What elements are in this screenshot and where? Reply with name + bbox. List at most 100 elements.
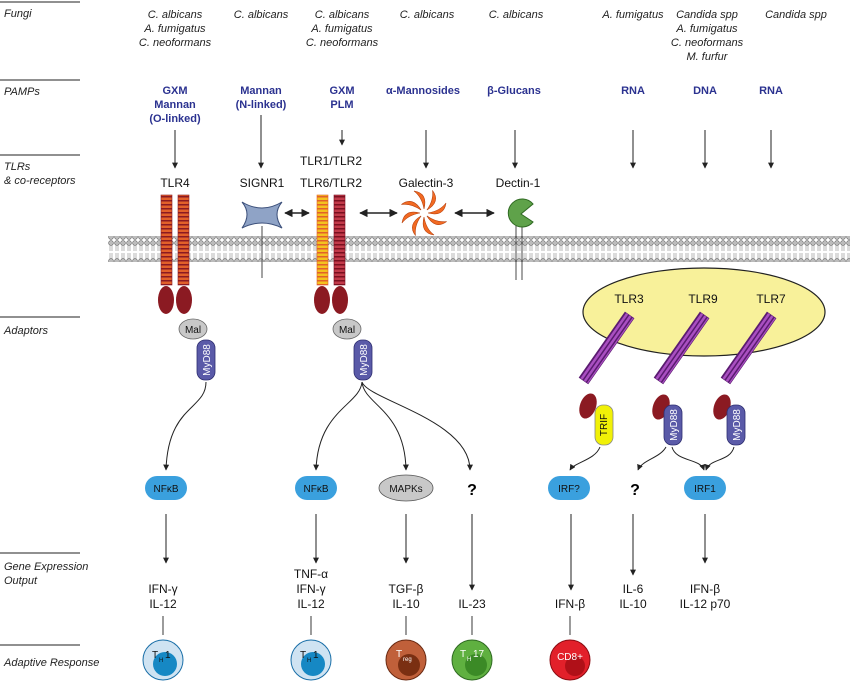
pamp-col2-0: Mannan xyxy=(240,85,282,97)
mal-label: Mal xyxy=(339,325,355,336)
svg-text:17: 17 xyxy=(473,649,485,660)
tf-nfkb-1: NFκB xyxy=(145,476,187,500)
signr1-receptor xyxy=(241,201,283,278)
cell-th17: T H 17 xyxy=(451,639,493,681)
output-col7-1: IL-12 p70 xyxy=(680,597,731,611)
output-col2-1: IFN-γ xyxy=(296,582,325,596)
category-co-receptors: & co-receptors xyxy=(4,175,76,187)
pamp-col3-0: GXM xyxy=(329,85,354,97)
myd88-label: MyD88 xyxy=(359,344,370,376)
category-fungi: Fungi xyxy=(4,8,32,20)
tlr4-receptor xyxy=(158,194,192,314)
category-adaptors: Adaptors xyxy=(3,325,49,337)
adaptor-trif: TRIF xyxy=(594,404,614,446)
output-col1-1: IL-12 xyxy=(149,597,177,611)
adaptor-myd88-tlr9: MyD88 xyxy=(663,404,683,446)
fungi-col2-0: C. albicans xyxy=(234,9,289,21)
label-tlr3: TLR3 xyxy=(614,292,644,306)
label-tlr6-tlr2: TLR6/TLR2 xyxy=(300,176,362,190)
pamp-col3-1: PLM xyxy=(330,99,353,111)
cell-treg: T reg xyxy=(385,639,427,681)
cell-connectors xyxy=(162,616,571,635)
svg-text:H: H xyxy=(307,658,311,664)
galectin-3-protein xyxy=(401,190,447,236)
output-col6-1: IL-10 xyxy=(619,597,647,611)
label-galectin-3: Galectin-3 xyxy=(399,176,454,190)
fungi-col7-0: Candida spp xyxy=(676,9,738,21)
svg-text:T: T xyxy=(396,649,402,660)
adaptor-mal-tlr4: Mal xyxy=(178,318,208,340)
category-separators xyxy=(0,1,80,646)
category-gene-expression: Gene Expression xyxy=(4,561,88,573)
signaling-arrows xyxy=(163,381,735,471)
fungi-col1-1: A. fumigatus xyxy=(143,23,206,35)
output-col2-2: IL-12 xyxy=(297,597,325,611)
adaptor-myd88-tlr4: MyD88 xyxy=(196,339,216,381)
svg-text:T: T xyxy=(152,650,158,661)
cell-th1-a: T H 1 xyxy=(142,639,184,681)
label-tlr9: TLR9 xyxy=(688,292,718,306)
adaptor-myd88-tlr2: MyD88 xyxy=(353,339,373,381)
fungi-col8-0: Candida spp xyxy=(765,9,827,21)
cell-membrane xyxy=(108,236,850,262)
pamp-col7-0: DNA xyxy=(693,85,717,97)
pamp-col1-1: Mannan xyxy=(154,99,196,111)
svg-text:1: 1 xyxy=(165,650,171,661)
tlr2-receptor-complex xyxy=(314,194,348,314)
fungi-col5-0: C. albicans xyxy=(489,9,544,21)
adaptor-mal-tlr2: Mal xyxy=(332,318,362,340)
cell-th1-b: T H 1 xyxy=(290,639,332,681)
label-tlr4: TLR4 xyxy=(160,176,190,190)
label-dectin-1: Dectin-1 xyxy=(496,176,541,190)
tf-irf1: IRF1 xyxy=(684,476,726,500)
svg-text:IRF1: IRF1 xyxy=(694,484,716,495)
pamp-labels: GXM Mannan (O-linked) Mannan (N-linked) … xyxy=(149,85,783,125)
tf-unknown-2: ? xyxy=(630,482,640,499)
gene-expression-outputs: IFN-γ IL-12 TNF-α IFN-γ IL-12 TGF-β IL-1… xyxy=(148,567,730,611)
pamp-col4-0: α-Mannosides xyxy=(386,85,460,97)
svg-text:MAPKs: MAPKs xyxy=(389,484,422,495)
fungi-col1-0: C. albicans xyxy=(148,9,203,21)
output-col2-0: TNF-α xyxy=(294,567,328,581)
tf-unknown-1: ? xyxy=(467,482,477,499)
endosome xyxy=(582,267,826,357)
tf-irf-unknown: IRF? xyxy=(548,476,590,500)
pamp-col1-0: GXM xyxy=(162,85,187,97)
category-tlrs: TLRs xyxy=(4,161,31,173)
output-col3-1: IL-10 xyxy=(392,597,420,611)
svg-text:T: T xyxy=(300,650,306,661)
category-output: Output xyxy=(4,575,38,587)
fungi-labels: C. albicans A. fumigatus C. neoformans C… xyxy=(139,9,827,63)
tf-mapks: MAPKs xyxy=(378,474,434,502)
svg-text:H: H xyxy=(159,658,163,664)
pamp-col6-0: RNA xyxy=(621,85,645,97)
output-col3-0: TGF-β xyxy=(389,582,424,596)
endosomal-tlr3 xyxy=(578,311,635,419)
svg-text:reg: reg xyxy=(403,657,412,663)
myd88-label: MyD88 xyxy=(732,409,743,441)
svg-text:CD8+: CD8+ xyxy=(557,652,583,663)
pamp-col8-0: RNA xyxy=(759,85,783,97)
fungi-col4-0: C. albicans xyxy=(400,9,455,21)
pamp-col5-0: β-Glucans xyxy=(487,85,541,97)
adaptor-myd88-tlr7: MyD88 xyxy=(726,404,746,446)
fungi-col7-3: M. furfur xyxy=(687,51,729,63)
label-tlr1-tlr2: TLR1/TLR2 xyxy=(300,154,362,168)
category-pamps: PAMPs xyxy=(4,86,40,98)
output-col5-0: IFN-β xyxy=(555,597,585,611)
label-signr1: SIGNR1 xyxy=(240,176,285,190)
fungi-col7-1: A. fumigatus xyxy=(675,23,738,35)
fungi-col7-2: C. neoformans xyxy=(671,37,744,49)
endosomal-tlr7 xyxy=(713,311,777,420)
svg-text:IRF?: IRF? xyxy=(558,484,580,495)
fungi-col3-0: C. albicans xyxy=(315,9,370,21)
svg-text:T: T xyxy=(460,649,466,660)
receptor-labels: TLR4 SIGNR1 TLR1/TLR2 TLR6/TLR2 Galectin… xyxy=(160,154,540,190)
pamp-col1-2: (O-linked) xyxy=(149,113,201,125)
svg-text:NFκB: NFκB xyxy=(304,484,329,495)
svg-text:1: 1 xyxy=(313,650,319,661)
output-col7-0: IFN-β xyxy=(690,582,720,596)
output-col1-0: IFN-γ xyxy=(148,582,177,596)
mal-label: Mal xyxy=(185,325,201,336)
